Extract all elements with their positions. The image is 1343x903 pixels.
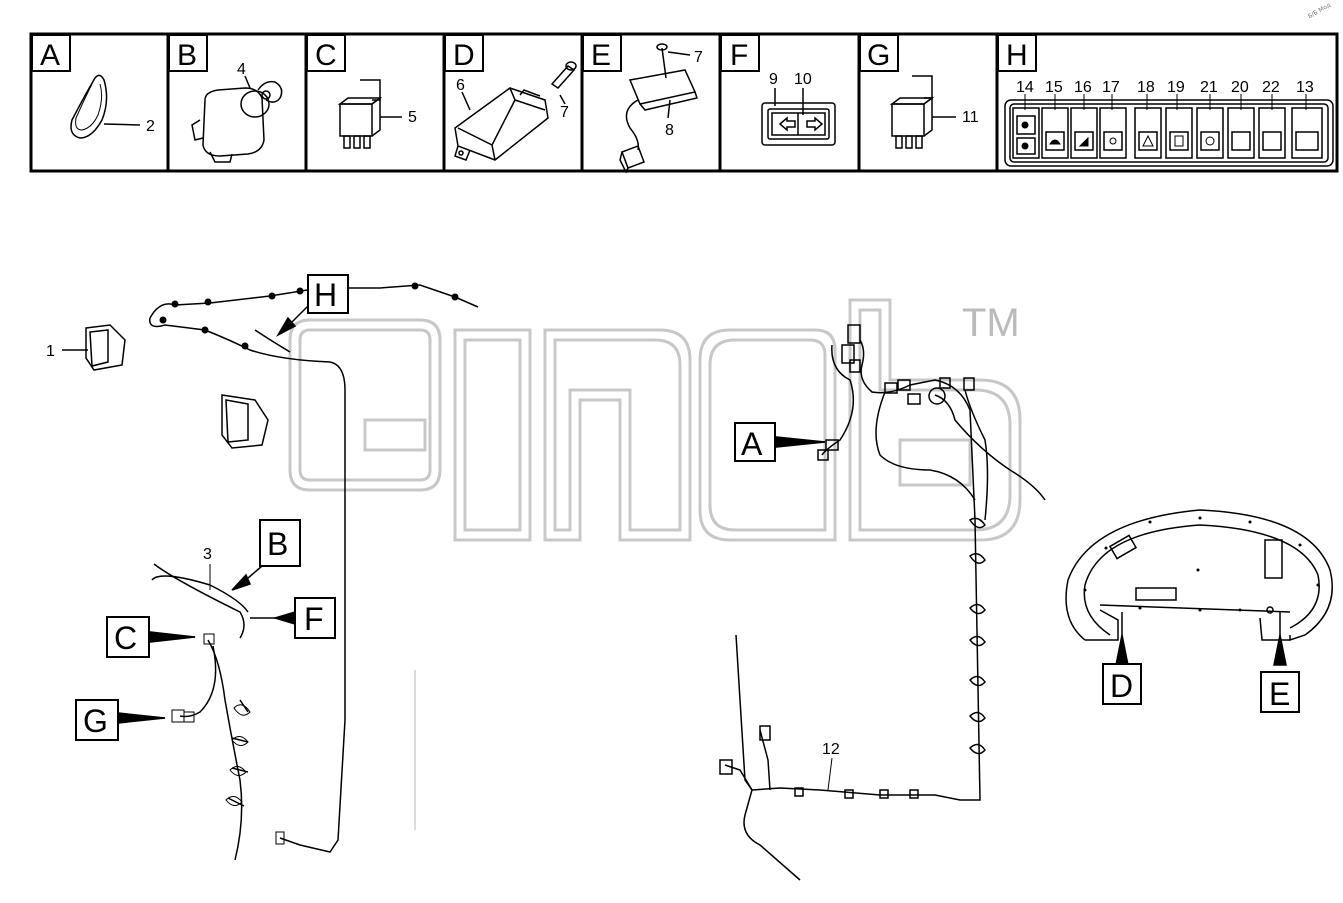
callout-boxes-left: [75, 274, 349, 741]
callout-e[interactable]: E: [1269, 676, 1290, 712]
switch-bank: [1004, 99, 1334, 167]
part-label-7-e: 7: [694, 49, 703, 66]
panel-letter-boxes: [31, 34, 1037, 72]
switch-symbols: [1021, 121, 1215, 150]
right-harness-connectors: [719, 324, 986, 799]
callout-a-arrow: [775, 436, 826, 448]
direction-switch-icon: [761, 88, 836, 146]
part-label-6: 6: [456, 77, 465, 94]
callout-a[interactable]: A: [741, 426, 763, 462]
dashboard-callout-arrows: [1115, 634, 1287, 666]
panel-letter-g: G: [867, 39, 890, 72]
corner-note: Б/Б Мод: [1307, 2, 1332, 21]
relay-icon: [337, 79, 402, 149]
second-lamp-icon: [221, 394, 269, 449]
trademark-symbol: TM: [962, 301, 1020, 345]
relay-g-icon: [889, 75, 956, 149]
dashboard-callout-boxes: [1102, 663, 1300, 713]
switch-label-17: 17: [1102, 79, 1120, 96]
ignition-switch-icon: [191, 75, 283, 163]
right-harness: [724, 339, 1046, 881]
panel-letter-e: E: [591, 39, 611, 72]
part-label-3: 3: [203, 546, 212, 563]
switch-label-21: 21: [1200, 79, 1218, 96]
left-harness-connectors: [159, 282, 459, 845]
part-leader-12: [827, 757, 833, 791]
part-label-9: 9: [769, 71, 778, 88]
callout-f[interactable]: F: [304, 601, 324, 637]
part-label-4: 4: [237, 61, 246, 78]
part-label-5: 5: [408, 109, 417, 126]
dashboard-panel: [1065, 509, 1333, 650]
panel-letter-c: C: [315, 39, 337, 72]
part-label-12: 12: [822, 741, 840, 758]
callout-box-a: [734, 422, 776, 462]
flasher-unit-icon: [454, 61, 577, 161]
switch-label-13: 13: [1296, 79, 1314, 96]
part-label-1: 1: [46, 343, 55, 360]
part-label-10: 10: [794, 71, 812, 88]
callout-g[interactable]: G: [83, 703, 108, 739]
watermark-logo: [288, 298, 1022, 542]
bracket-3: [151, 575, 249, 613]
switch-label-20: 20: [1231, 79, 1249, 96]
panel-letter-f: F: [730, 39, 748, 72]
part-label-11: 11: [962, 109, 979, 126]
part-label-8: 8: [665, 122, 674, 139]
callout-b[interactable]: B: [267, 526, 288, 562]
cable-tie-icon: [70, 74, 141, 139]
switch-label-22: 22: [1262, 79, 1280, 96]
sensor-bracket-icon: [619, 43, 698, 174]
callout-d[interactable]: D: [1110, 668, 1133, 704]
panel-letter-b: B: [177, 39, 197, 72]
switch-bank-leaders: [1024, 94, 1307, 110]
switch-label-18: 18: [1137, 79, 1155, 96]
callout-h[interactable]: H: [314, 277, 337, 313]
dashboard-rivets: [1083, 516, 1320, 612]
callout-arrows-left: [117, 305, 309, 724]
switch-label-14: 14: [1016, 79, 1034, 96]
switch-label-16: 16: [1074, 79, 1092, 96]
panel-letter-d: D: [453, 39, 475, 72]
panel-letter-h: H: [1006, 39, 1028, 72]
side-lamp-icon: [62, 324, 126, 371]
part-label-2: 2: [146, 118, 155, 135]
part-label-7-d: 7: [560, 104, 569, 121]
panel-letter-a: A: [40, 39, 60, 72]
callout-c[interactable]: C: [114, 620, 137, 656]
switch-label-15: 15: [1045, 79, 1063, 96]
switch-label-19: 19: [1167, 79, 1185, 96]
